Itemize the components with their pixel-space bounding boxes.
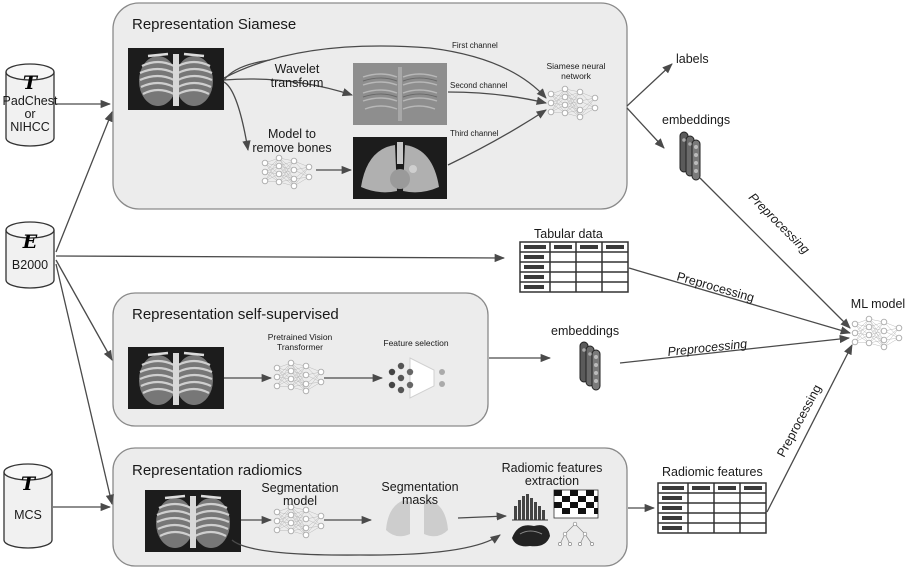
source-arrows (53, 99, 506, 512)
wavelet-label-line2: transform (271, 76, 324, 90)
arrow-b2000-selfsup (55, 259, 113, 361)
radiomics-input-xray (143, 488, 243, 554)
arrow-embeddings-ml (699, 177, 851, 329)
tabular-data-icon (519, 241, 629, 293)
arrow-siamese-embeddings (626, 107, 665, 149)
arrow-radiomic-ml (766, 344, 853, 513)
siamese-network-label-line2: network (561, 71, 592, 81)
radiomic-features-table-icon (657, 482, 767, 534)
selfsup-input-xray (126, 345, 226, 411)
histogram-icon (512, 494, 548, 521)
segmentation-masks-icon (386, 500, 448, 537)
siamese-network-label-line1: Siamese neural (546, 61, 605, 71)
radiomics-title: Representation radiomics (132, 462, 302, 479)
shape-3d-icon (512, 525, 550, 547)
vit-label-line2: Transformer (277, 342, 323, 352)
arrow-b2000-tabular (55, 253, 506, 263)
arrow-masks-extraction (457, 512, 508, 521)
bone-model-label-line2: remove bones (252, 141, 331, 155)
bone-suppressed-xray (353, 137, 447, 199)
mcs-database-icon: T MCS (3, 463, 53, 549)
texture-matrix-icon (553, 489, 599, 519)
arrow-selfsup-embeddings-ml (619, 334, 851, 364)
extraction-label-line2: extraction (525, 474, 579, 488)
vit-label-line1: Pretrained Vision (268, 332, 333, 342)
b2000-label: B2000 (12, 258, 48, 272)
seg-model-label-line2: model (283, 494, 317, 508)
bone-model-label-line1: Model to (268, 127, 316, 141)
ml-model-icon (851, 315, 903, 351)
seg-model-label-line1: Segmentation (261, 481, 338, 495)
wavelet-label-line1: Wavelet (275, 62, 320, 76)
mcs-label: MCS (14, 508, 42, 522)
second-channel-label: Second channel (450, 81, 508, 90)
radiomic-extraction-icon (512, 489, 599, 547)
arrow-siamese-labels (626, 63, 673, 107)
arrow-second-channel (447, 91, 548, 105)
embeddings-mid-label: embeddings (551, 324, 619, 338)
extraction-label-line1: Radiomic features (502, 461, 603, 475)
preprocessing-label-2: Preprocessing (675, 269, 756, 304)
arrow-xray-wavelet (223, 78, 353, 97)
arrow-b2000-siamese (55, 111, 113, 253)
preprocessing-label-3: Preprocessing (667, 337, 748, 359)
tree-icon (558, 521, 594, 546)
tabular-data-label: Tabular data (534, 227, 603, 241)
mcs-letter: T (21, 473, 37, 495)
wavelet-xray (352, 62, 448, 126)
siamese-input-xray (126, 46, 226, 112)
third-channel-label: Third channel (450, 129, 499, 138)
arrow-third-channel (447, 109, 547, 166)
siamese-title: Representation Siamese (132, 16, 296, 33)
b2000-letter: E (22, 231, 38, 253)
preprocessing-label-1: Preprocessing (746, 190, 812, 256)
labels-output: labels (676, 52, 709, 66)
arrow-first-channel (223, 45, 547, 99)
embeddings-top-icon (679, 131, 701, 181)
padchest-label-line1: PadChest (3, 94, 58, 108)
feature-selection-icon (388, 357, 445, 399)
padchest-database-icon: T PadChest or NIHCC (3, 63, 58, 147)
arrow-xray-bone-model (223, 81, 251, 152)
ml-model-label: ML model (851, 297, 905, 311)
padchest-label-line3: NIHCC (10, 120, 50, 134)
embeddings-top-label: embeddings (662, 113, 730, 127)
radiomic-features-label: Radiomic features (662, 465, 763, 479)
arrow-b2000-radiomics (55, 263, 114, 506)
seg-masks-label-line1: Segmentation (381, 480, 458, 494)
feature-selection-label: Feature selection (383, 338, 448, 348)
arrow-tabular-ml (628, 267, 851, 335)
arrow-xray-extraction (231, 534, 501, 556)
b2000-database-icon: E B2000 (5, 221, 55, 289)
selfsup-title: Representation self-supervised (132, 306, 339, 323)
first-channel-label: First channel (452, 41, 498, 50)
embeddings-mid-icon (579, 341, 601, 391)
padchest-label-line2: or (24, 107, 35, 121)
padchest-letter: T (23, 72, 39, 94)
seg-masks-label-line2: masks (402, 493, 438, 507)
